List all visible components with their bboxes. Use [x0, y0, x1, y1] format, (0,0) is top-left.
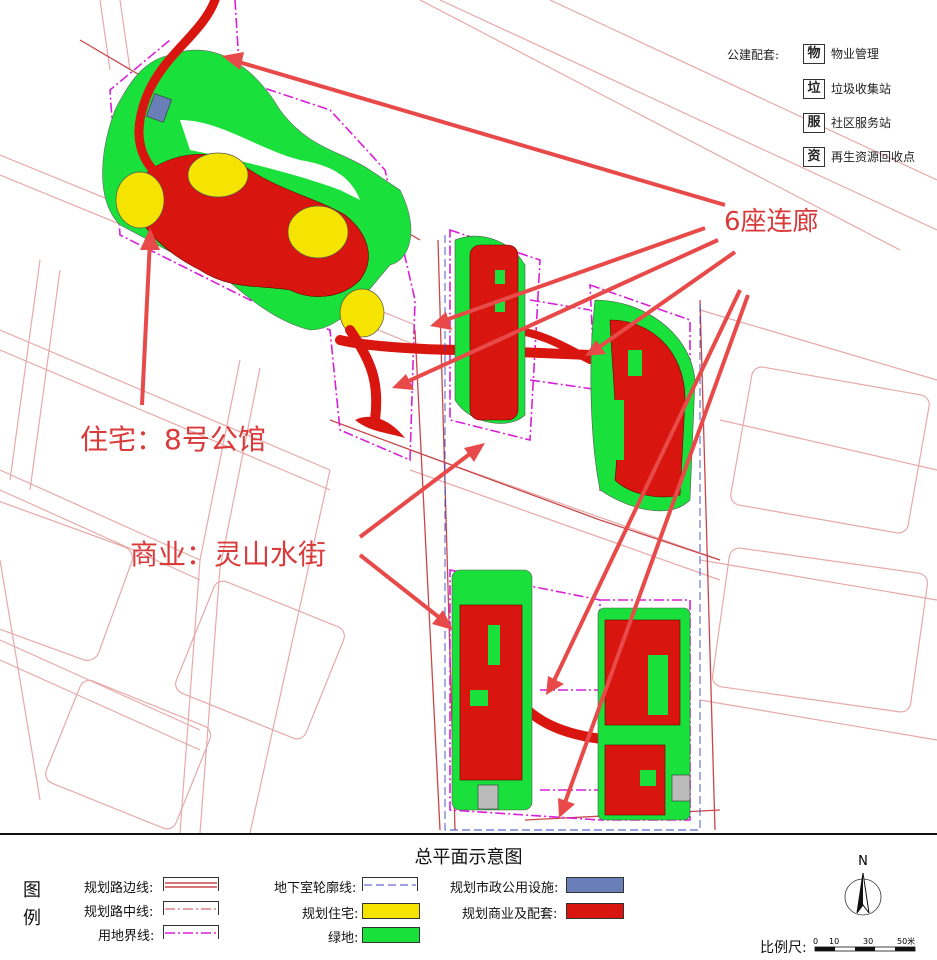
- legend-item-residential: 规划住宅:: [302, 907, 359, 922]
- legend-heading-char: 图: [23, 880, 41, 901]
- scale-tick: 0: [813, 937, 818, 946]
- swatch-municipal: [566, 877, 624, 893]
- legend-item-green: 绿地:: [328, 931, 359, 946]
- north-arrow: N: [844, 854, 882, 916]
- legend-heading: 图 例: [22, 877, 42, 933]
- corridor-callout-label: 6座连廊: [724, 207, 819, 237]
- facility-item: 垃垃圾收集站: [803, 79, 891, 99]
- facility-item: 物物业管理: [803, 44, 879, 64]
- facility-item: 服社区服务站: [803, 113, 891, 133]
- facility-item: 资再生资源回收点: [803, 147, 915, 167]
- legend-panel: 总平面示意图 图 例 规划路边线: 规划路中线: 用地界线: 地下室轮廓线: 规…: [0, 833, 937, 960]
- legend-item-commercial: 规划商业及配套:: [462, 907, 558, 922]
- public-facilities-title: 公建配套:: [727, 48, 780, 62]
- legend-item-site-boundary: 用地界线:: [98, 929, 155, 944]
- facility-badge: 垃: [803, 79, 825, 99]
- municipal-facility: [146, 93, 172, 123]
- commercial-callout-label: 商业：灵山水街: [130, 538, 327, 571]
- legend-title: 总平面示意图: [414, 847, 523, 868]
- facility-label: 再生资源回收点: [831, 150, 916, 164]
- commercial-block-4: [597, 607, 691, 821]
- legend-item-municipal: 规划市政公用设施:: [450, 881, 559, 896]
- legend-heading-char: 例: [23, 908, 41, 929]
- legend-item-basement-outline: 地下室轮廓线:: [274, 881, 357, 896]
- commercial-block-2: [590, 299, 696, 512]
- swatch-road-edge: [163, 877, 219, 891]
- basement-outline: [444, 235, 701, 831]
- site-plan-map: [0, 0, 937, 833]
- scale-tick: 30: [863, 937, 873, 946]
- facility-label: 物业管理: [831, 47, 880, 61]
- corridor-end: [355, 416, 405, 438]
- commercial-block-1: [454, 235, 526, 424]
- residential-site: [102, 49, 412, 338]
- scale-graphic: 0 10 30 50米: [813, 936, 916, 952]
- residential-towers: [115, 152, 385, 338]
- callout-arrows: [140, 52, 750, 818]
- legend-item-road-edge: 规划路边线:: [84, 881, 154, 896]
- facility-label: 社区服务站: [831, 116, 892, 130]
- north-label: N: [858, 854, 868, 869]
- residence-callout-label: 住宅：8号公馆: [80, 423, 266, 456]
- road-grid: [0, 0, 937, 833]
- facility-badge: 资: [803, 147, 825, 167]
- swatch-basement-outline: [362, 877, 418, 891]
- scale-bar: 比例尺: 0 10 30 50米: [760, 935, 921, 957]
- facility-label: 垃圾收集站: [831, 82, 892, 96]
- swatch-road-center: [163, 901, 219, 915]
- scale-tick: 10: [829, 937, 839, 946]
- swatch-site-boundary: [163, 925, 219, 939]
- legend-item-road-center: 规划路中线:: [84, 905, 154, 920]
- commercial-block-3: [451, 569, 533, 811]
- scale-tick: 50米: [897, 936, 915, 946]
- swatch-commercial: [566, 903, 624, 919]
- swatch-green: [362, 927, 420, 943]
- scale-label: 比例尺:: [760, 940, 807, 956]
- facility-badge: 物: [803, 44, 825, 64]
- swatch-residential: [362, 903, 420, 919]
- facility-badge: 服: [803, 113, 825, 133]
